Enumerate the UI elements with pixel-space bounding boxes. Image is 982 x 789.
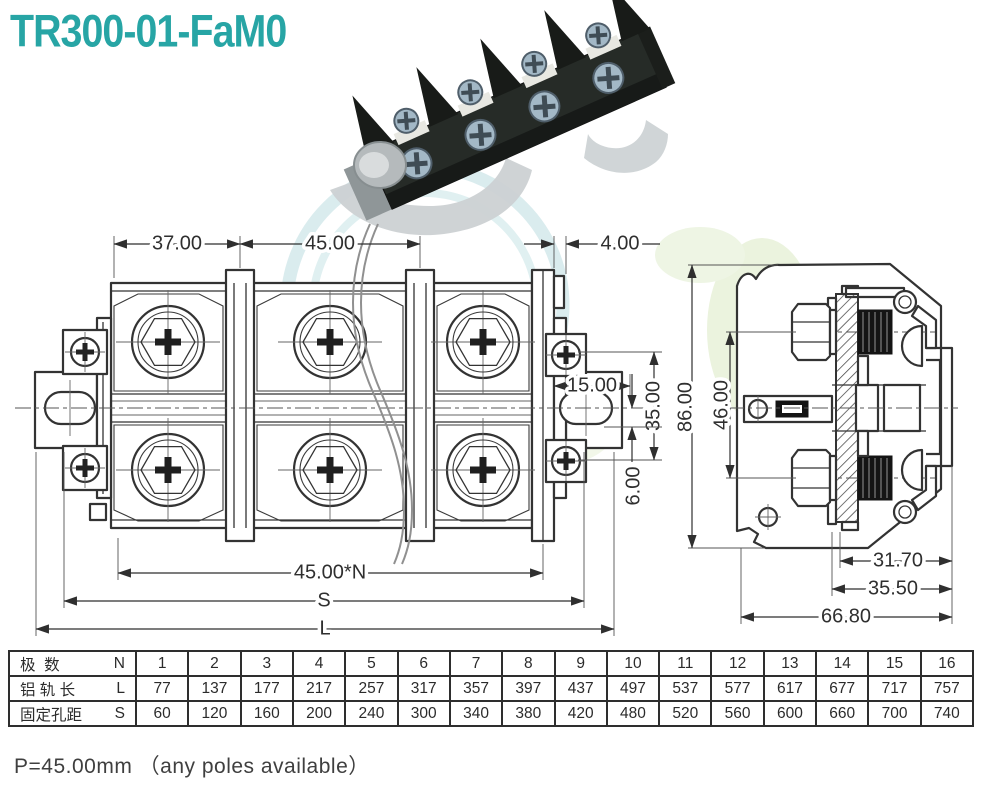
table-cell: 217 (291, 675, 347, 702)
table-cell: 437 (553, 675, 608, 702)
table-cell: 1 (134, 650, 190, 677)
barrier-fin (416, 67, 459, 127)
table-cell: 757 (919, 675, 975, 702)
table-cell: 2 (187, 650, 242, 677)
hex-bolt-top (790, 302, 838, 362)
separator-wall (224, 268, 256, 543)
dim-side-bolt-spacing: 46.00 (710, 380, 732, 430)
dim-front-rail-length: L (319, 617, 330, 639)
table-cell: 9 (553, 650, 608, 677)
dim-front-mount-height: 35.00 (642, 381, 664, 431)
table-cell: 60 (134, 700, 190, 727)
table-cell: 677 (815, 675, 870, 702)
table-cell: 480 (605, 700, 661, 727)
hex-bolt-bottom (790, 448, 838, 508)
table-cell: 257 (344, 675, 399, 702)
table-cell: 177 (239, 675, 294, 702)
dim-side-height: 86.00 (674, 382, 696, 432)
table-cell: 200 (291, 700, 347, 727)
table-cell: 600 (762, 700, 818, 727)
barrier-fin (480, 38, 523, 99)
wire-dome (900, 448, 924, 492)
table-cell: 7 (448, 650, 504, 677)
table-cell: 77 (134, 675, 190, 702)
table-cell: 660 (815, 700, 870, 727)
table-cell: 617 (762, 675, 818, 702)
wire-curve (352, 223, 414, 565)
side-view: 86.00 46.00 31.70 35.50 66.80 (671, 262, 958, 631)
barrier-fin (352, 95, 395, 156)
product-photo (330, 0, 676, 236)
dim-side-depth-a: 31.70 (873, 549, 923, 571)
table-cell: 357 (448, 675, 504, 702)
mount-hole (892, 289, 918, 315)
mount-hole (892, 499, 918, 525)
separator-wall (404, 268, 436, 543)
left-bracket (33, 316, 113, 522)
dim-front-slot-offset: 6.00 (622, 467, 644, 506)
table-cell: 10 (605, 650, 661, 677)
din-rail-strap-left (330, 158, 532, 236)
table-cell: 240 (344, 700, 399, 727)
table-cell: 700 (867, 700, 922, 727)
table-cell: 317 (396, 675, 451, 702)
table-cell: 300 (396, 700, 451, 727)
dim-front-end-segment: 37.00 (152, 232, 202, 254)
table-cell: 120 (187, 700, 242, 727)
table-cell: 8 (501, 650, 556, 677)
barrier-fin (544, 10, 587, 70)
table-cell: 15 (867, 650, 922, 677)
table-cell: 717 (867, 675, 922, 702)
rail-clip-finger (910, 464, 938, 512)
table-cell: 340 (448, 700, 504, 727)
table-cell: 397 (501, 675, 556, 702)
table-cell: 420 (553, 700, 608, 727)
center-tab (742, 394, 834, 424)
table-cell: 12 (710, 650, 765, 677)
table-cell: 137 (187, 675, 242, 702)
dim-front-total-pitch: 45.00*N (294, 561, 366, 583)
table-cell: 520 (658, 700, 713, 727)
pitch-note: P=45.00mm （any poles available） (14, 755, 370, 778)
wire-dome (900, 324, 924, 368)
product-title: TR300-01-FaM0 (10, 6, 287, 57)
table-cell: 5 (344, 650, 399, 677)
dim-front-hole-span: S (317, 589, 330, 611)
front-view: 37.00 45.00 4.00 15.00 35.00 6.00 45.00*… (15, 223, 668, 643)
dim-front-end-hole-offset: 15.00 (567, 374, 617, 396)
rail-clip-finger (910, 304, 938, 350)
table-cell: 3 (239, 650, 294, 677)
table-cell: 6 (396, 650, 451, 677)
barrier-fin (608, 0, 650, 42)
threaded-block (857, 309, 893, 355)
table-cell: 537 (658, 675, 713, 702)
table-cell: 11 (658, 650, 713, 677)
table-cell: 13 (762, 650, 818, 677)
table-cell: 740 (919, 700, 975, 727)
threaded-block (857, 455, 893, 501)
dim-side-depth-b: 35.50 (868, 577, 918, 599)
table-cell: 160 (239, 700, 294, 727)
dim-front-gap: 4.00 (601, 232, 640, 254)
small-hole (755, 504, 781, 530)
terminal-screws (393, 22, 625, 180)
table-cell: 560 (710, 700, 765, 727)
table-cell: 14 (815, 650, 870, 677)
din-rail-strap-right (584, 120, 668, 173)
dim-side-depth-total: 66.80 (821, 605, 871, 627)
table-cell: 16 (919, 650, 975, 677)
table-cell: 577 (710, 675, 765, 702)
table-cell: 380 (501, 700, 556, 727)
table-cell: 497 (605, 675, 661, 702)
table-cell: 4 (291, 650, 347, 677)
dim-front-pitch: 45.00 (305, 232, 355, 254)
